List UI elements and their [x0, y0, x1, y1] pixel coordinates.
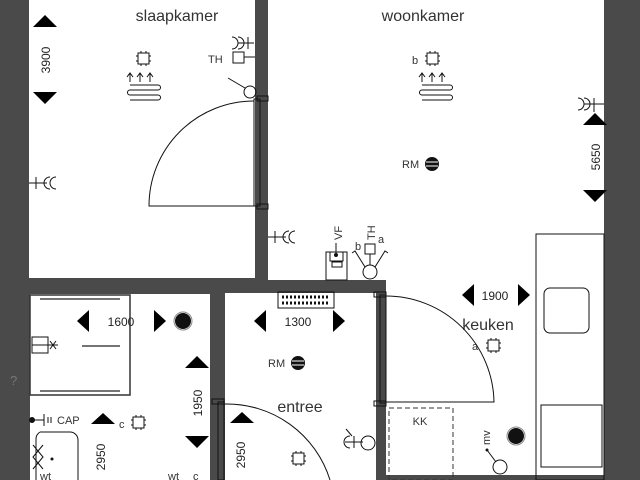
dimension-toilet-height: 2950	[94, 443, 108, 470]
room-label-slaapkamer: slaapkamer	[136, 8, 219, 25]
dimension-arrow-left	[462, 284, 474, 306]
socket-icon	[136, 51, 151, 66]
doorbell-switch-icon	[343, 428, 376, 451]
dimension-arrow-up	[230, 412, 254, 423]
room-label-woonkamer: woonkamer	[381, 8, 465, 25]
socket-icon	[131, 415, 146, 430]
dimension-entree-height: 2950	[234, 441, 248, 468]
smoke-detector-icon	[291, 356, 305, 370]
socket-label-b: b	[412, 55, 418, 67]
dimension-arrow-down	[33, 92, 57, 104]
door-slaapkamer[interactable]	[148, 95, 269, 210]
switch-label-b: b	[355, 241, 361, 253]
wall	[210, 293, 225, 480]
cap-label: CAP	[57, 415, 80, 427]
thermostat-label: TH	[366, 225, 378, 240]
socket-icon	[486, 338, 501, 353]
shower-area	[29, 294, 131, 396]
double-switch-icon	[351, 243, 389, 280]
socket-icon	[291, 451, 306, 466]
light-switch-icon	[227, 77, 257, 99]
wt-label: wt	[167, 471, 179, 480]
cap-outlet-icon	[29, 414, 52, 426]
dimension-arrow-up	[33, 15, 57, 27]
dimension-slaapkamer-height: 3900	[39, 46, 53, 73]
woonkamer-floor	[268, 0, 604, 280]
dimension-arrow-right	[518, 284, 530, 306]
smoke-detector-icon	[425, 157, 439, 171]
dimension-arrow-left	[77, 310, 89, 332]
wt-label: wt	[39, 471, 51, 480]
dimension-arrow-down	[185, 436, 209, 448]
keuken-floor	[386, 280, 604, 475]
mechanical-ventilation-switch-icon	[485, 448, 508, 475]
data-outlet-icon	[268, 230, 296, 244]
wall	[268, 280, 386, 293]
socket-label-c: c	[119, 419, 125, 431]
door-keuken[interactable]	[373, 291, 495, 407]
door-entree[interactable]	[211, 398, 331, 480]
dimension-keuken-width: 1900	[482, 289, 509, 303]
floor-drain-icon	[173, 311, 193, 331]
dimension-arrow-up	[583, 113, 607, 125]
socket-label-a: a	[472, 341, 479, 353]
floor-heating-icon	[126, 72, 161, 101]
smoke-detector-label: RM	[268, 358, 285, 370]
dimension-arrow-up	[185, 356, 209, 368]
slaapkamer-floor	[29, 0, 255, 278]
dimension-hall-height: 1950	[191, 389, 205, 416]
kk-label: KK	[413, 416, 428, 428]
shower-fixture-icon	[31, 336, 58, 354]
ventilation-label: VF	[333, 226, 345, 240]
kitchen-counter	[535, 233, 605, 480]
dimension-woonkamer-height: 5650	[589, 143, 603, 170]
mv-label: mv	[481, 430, 493, 445]
dimension-arrow-left	[254, 310, 266, 332]
switch-label-a: a	[378, 234, 385, 246]
kitchen-cabinet-kk	[388, 407, 454, 480]
data-outlet-icon	[29, 176, 57, 190]
dimension-entree-width: 1300	[285, 315, 312, 329]
room-label-keuken: keuken	[462, 317, 514, 334]
toilet-icon	[32, 431, 79, 480]
floor-heating-icon	[418, 72, 453, 101]
radiator-icon	[277, 291, 335, 309]
dimension-arrow-up	[91, 413, 115, 424]
ventilation-icon	[325, 243, 348, 281]
socket-icon	[425, 51, 440, 66]
thermostat-label: TH	[208, 54, 223, 66]
unknown-label: ?	[10, 373, 17, 388]
tv-antenna-icon	[231, 36, 254, 50]
room-label-entree: entree	[277, 399, 322, 416]
dimension-arrow-right	[154, 310, 166, 332]
stove-icon	[543, 287, 590, 334]
extractor-icon	[506, 426, 526, 446]
smoke-detector-label: RM	[402, 159, 419, 171]
dimension-arrow-right	[333, 310, 345, 332]
entree-floor	[225, 293, 376, 480]
dimension-bathroom-width: 1600	[108, 315, 135, 329]
wall	[376, 280, 386, 480]
tv-antenna-icon	[577, 97, 604, 112]
dimension-arrow-down	[583, 190, 607, 202]
wt-c-label: c	[193, 471, 199, 480]
sink-icon	[540, 404, 603, 468]
